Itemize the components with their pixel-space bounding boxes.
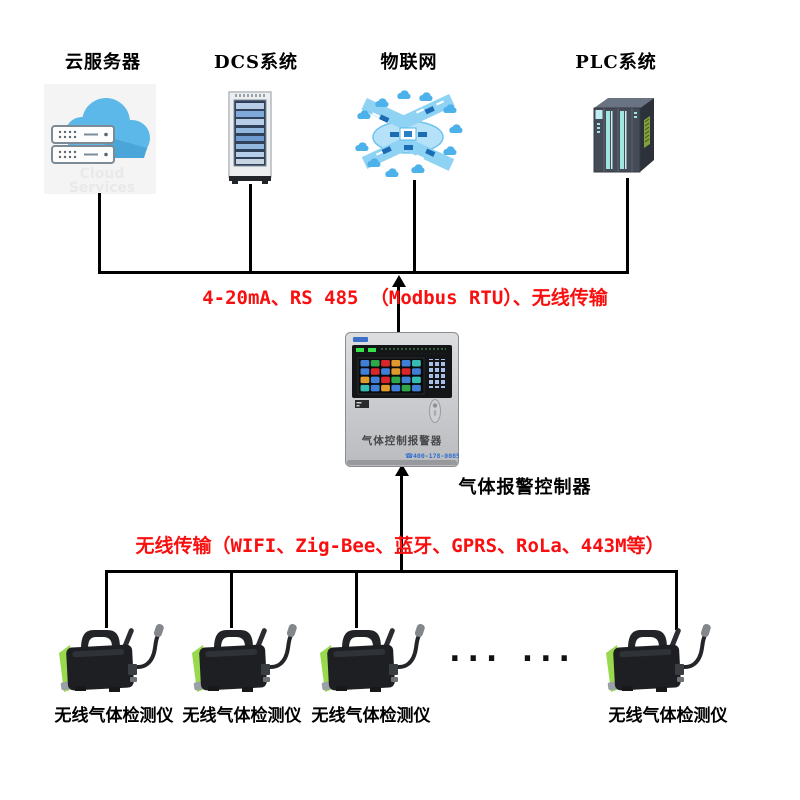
connector-iot-drop — [413, 180, 416, 274]
cloud-server-icon: Cloud Services — [44, 84, 156, 194]
dcs-cabinet-icon — [228, 91, 272, 184]
detector-label-2: 无线气体检测仪 — [182, 706, 302, 726]
node-label-iot: 物联网 — [380, 52, 438, 73]
connector-dcs-drop — [249, 184, 252, 274]
iot-network-icon — [355, 90, 463, 177]
detector-label-4: 无线气体检测仪 — [608, 706, 728, 726]
phone-icon: ☎ — [405, 452, 413, 460]
wireless-detector-image-2 — [178, 622, 303, 697]
controller-to-bus1-line — [397, 285, 400, 333]
detector4-drop — [675, 570, 678, 630]
touchscreen-app-icons — [360, 360, 421, 392]
bus2-arrowhead — [395, 464, 409, 476]
more-detectors-ellipsis: ... ... — [449, 634, 577, 669]
wireless-detector-image-1 — [45, 622, 170, 697]
detector2-drop — [230, 570, 233, 628]
detector3-drop — [355, 570, 358, 628]
connector-plc-drop — [626, 178, 629, 274]
bus2-horizontal-line — [106, 570, 678, 573]
gas-alarm-controller-image: 气体控制报警器 ☎ 400-178-0085 — [345, 332, 459, 467]
detector1-drop — [105, 570, 108, 628]
detector-label-1: 无线气体检测仪 — [54, 706, 174, 726]
detector-label-3: 无线气体检测仪 — [311, 706, 431, 726]
controller-tag-chip — [355, 400, 369, 408]
wireless-detector-image-4 — [592, 622, 717, 697]
bus1-horizontal-line — [98, 271, 629, 274]
server-units — [51, 125, 115, 164]
connector-cloud-drop — [98, 193, 101, 274]
controller-name-label: 气体报警控制器 — [458, 477, 592, 498]
cloud-caption-line2: Services — [69, 180, 136, 194]
controller-keypad — [428, 359, 445, 388]
node-label-cloud-server: 云服务器 — [65, 52, 141, 73]
bus2-protocol-note: 无线传输（WIFI、Zig-Bee、蓝牙、GPRS、RoLa、443M等） — [135, 535, 665, 557]
controller-phone-number: 400-178-0085 — [413, 452, 459, 460]
bus1-arrowhead — [392, 275, 406, 287]
plc-module-icon — [593, 98, 654, 173]
cloud-caption-line1: Cloud — [80, 166, 125, 182]
controller-to-bus2-line — [400, 475, 403, 572]
bus1-protocol-note: 4-20mA、RS 485 （Modbus RTU）、无线传输 — [202, 287, 608, 309]
brand-logo — [353, 337, 368, 342]
wireless-detector-image-3 — [306, 622, 431, 697]
node-label-plc-system: PLC系统 — [575, 52, 657, 73]
node-label-dcs-system: DCS系统 — [214, 52, 298, 73]
controller-panel-text: 气体控制报警器 — [361, 434, 443, 447]
